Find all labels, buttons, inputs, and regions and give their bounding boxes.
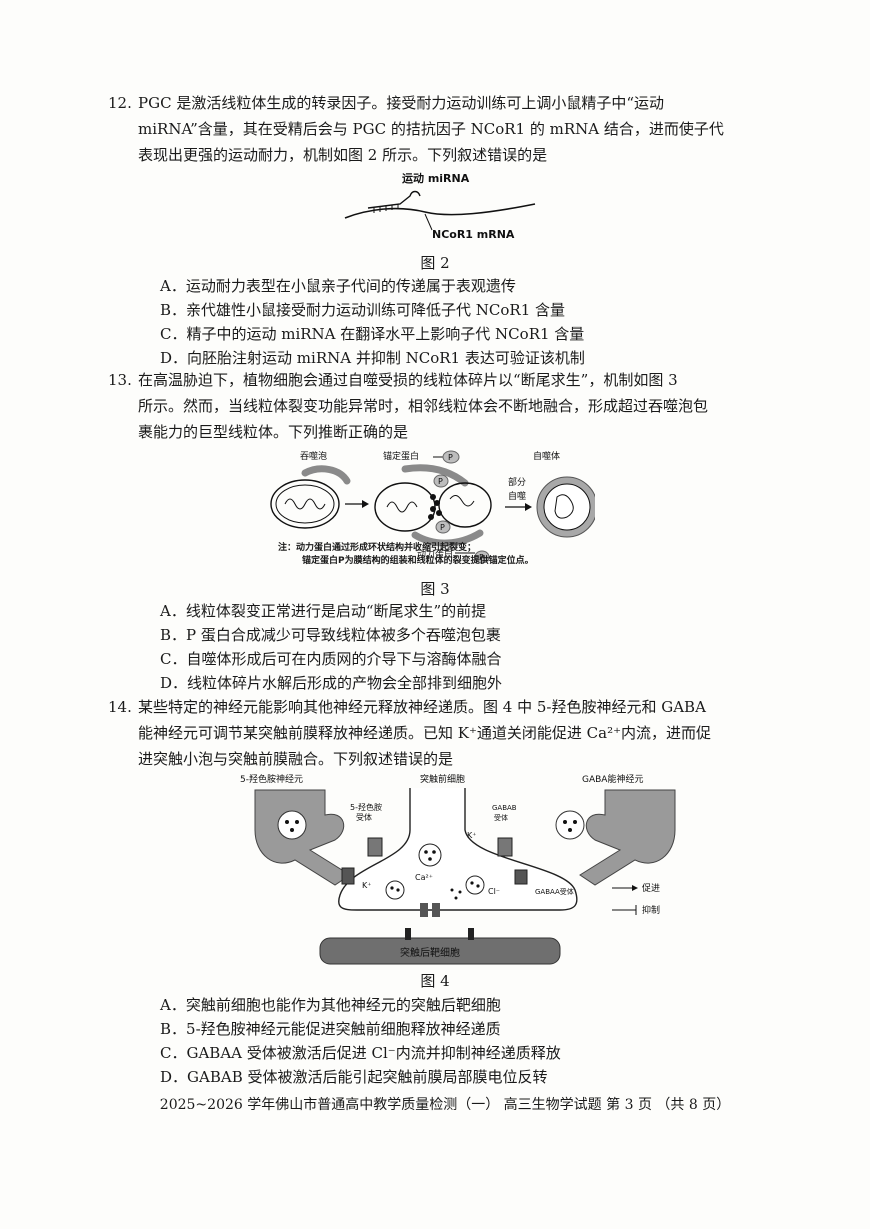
figure-label: NCoR1 mRNA	[432, 228, 515, 241]
figure-label: GABA能神经元	[582, 773, 643, 785]
legend-promote: 促进	[642, 882, 660, 894]
svg-text:5-羟色胺: 5-羟色胺	[350, 802, 382, 812]
p-protein	[442, 450, 460, 464]
option-c[interactable]: C．GABAA 受体被激活后促进 Cl⁻内流并抑制神经递质释放	[160, 1044, 561, 1062]
svg-text:K⁺: K⁺	[362, 881, 371, 890]
question-number: 12.	[108, 94, 132, 112]
figure-label: 部分	[508, 476, 526, 488]
question-13: 13. 在高温胁迫下，植物细胞会通过自噬受损的线粒体碎片以“断尾求生”，机制如图…	[108, 367, 748, 445]
dynamin-ring	[428, 494, 442, 520]
question-stem-line: 在高温胁迫下，植物细胞会通过自噬受损的线粒体碎片以“断尾求生”，机制如图 3	[138, 371, 678, 389]
question-number: 14.	[108, 698, 132, 716]
figure-2: 运动 miRNA NCoR1 mRNA	[344, 171, 536, 241]
figure-3: 吞噬泡 锚定蛋白 P P P 动力蛋白 P 部分 自噬 自噬体	[270, 450, 595, 564]
question-stem-line: 能神经元可调节某突触前膜释放神经递质。已知 K⁺通道关闭能促进 Ca²⁺内流，进…	[138, 724, 712, 742]
figure-caption: 图 2	[420, 254, 450, 272]
ca-channel	[432, 903, 440, 917]
figure-label: 突触前细胞	[420, 773, 465, 785]
svg-text:P: P	[448, 453, 453, 462]
option-b[interactable]: B．亲代雄性小鼠接受耐力运动训练可降低子代 NCoR1 含量	[160, 301, 566, 319]
mitochondrion	[270, 479, 340, 529]
figure-caption: 图 4	[420, 972, 450, 990]
figure-label: 自噬	[508, 490, 526, 502]
figure-3-notes: 注：动力蛋白通过形成环状结构并收缩引起裂变； 锚定蛋白P为膜结构的组装和线粒体的…	[278, 543, 534, 566]
gabab-receptor	[497, 837, 513, 857]
serotonin-receptor	[367, 837, 383, 857]
page-footer: 2025~2026 学年佛山市普通高中教学质量检测（一） 高三生物学试题 第 3…	[159, 1097, 731, 1113]
option-a[interactable]: A．线粒体裂变正常进行是启动“断尾求生”的前提	[160, 602, 487, 620]
question-12: 12. PGC 是激活线粒体生成的转录因子。接受耐力运动训练可上调小鼠精子中“运…	[108, 90, 748, 168]
svg-text:GABAB: GABAB	[492, 804, 517, 812]
figure-caption: 图 3	[420, 580, 450, 598]
base-pairs	[373, 204, 399, 213]
question-number: 13.	[108, 371, 132, 389]
question-stem-line: PGC 是激活线粒体生成的转录因子。接受耐力运动训练可上调小鼠精子中“运动	[138, 94, 664, 112]
question-stem-line: 裹能力的巨型线粒体。下列推断正确的是	[138, 423, 409, 441]
svg-text:P: P	[479, 553, 484, 562]
option-d[interactable]: D．线粒体碎片水解后形成的产物会全部排到细胞外	[160, 674, 503, 692]
figure-label: 动力蛋白	[417, 548, 453, 560]
mitochondrion-fragment	[374, 482, 436, 532]
figure-label: 运动 miRNA	[402, 171, 470, 185]
option-b[interactable]: B．5-羟色胺神经元能促进突触前细胞释放神经递质	[160, 1020, 501, 1038]
figure-4: 5-羟色胺神经元 GABA能神经元 突触前细胞 5-羟色胺 受体 GABAB 受…	[240, 773, 676, 965]
figure-label: 吞噬泡	[300, 450, 327, 462]
svg-text:GABAA受体: GABAA受体	[535, 887, 574, 896]
option-c[interactable]: C．精子中的运动 miRNA 在翻译水平上影响子代 NCoR1 含量	[160, 325, 585, 343]
svg-text:K⁺: K⁺	[467, 831, 476, 840]
svg-text:受体: 受体	[356, 812, 372, 822]
phagophore	[301, 465, 351, 485]
svg-text:P: P	[438, 477, 443, 486]
svg-text:受体: 受体	[494, 813, 508, 822]
svg-text:突触后靶细胞: 突触后靶细胞	[400, 946, 460, 959]
gabaa-receptor	[514, 869, 528, 885]
figure-label: 自噬体	[533, 450, 560, 462]
option-b[interactable]: B．P 蛋白合成减少可导致线粒体被多个吞噬泡包裹	[160, 626, 501, 644]
postsynaptic-cell	[319, 937, 561, 965]
mirna-strand	[367, 190, 421, 209]
legend-inhibit: 抑制	[642, 904, 660, 916]
svg-text:Ca²⁺: Ca²⁺	[415, 873, 433, 882]
option-a[interactable]: A．突触前细胞也能作为其他神经元的突触后靶细胞	[160, 996, 501, 1014]
option-c[interactable]: C．自噬体形成后可在内质网的介导下与溶酶体融合	[160, 650, 502, 668]
figure-label: 5-羟色胺神经元	[240, 773, 303, 785]
question-stem-line: 某些特定的神经元能影响其他神经元释放神经递质。图 4 中 5-羟色胺神经元和 G…	[138, 698, 706, 716]
question-14: 14. 某些特定的神经元能影响其他神经元释放神经递质。图 4 中 5-羟色胺神经…	[108, 694, 748, 772]
svg-text:P: P	[440, 523, 445, 532]
figure-label: 锚定蛋白	[383, 450, 419, 462]
question-stem-line: 所示。然而，当线粒体裂变功能异常时，相邻线粒体会不断地融合，形成超过吞噬泡包	[138, 397, 709, 415]
gaba-neuron	[579, 789, 676, 886]
question-stem-line: 表现出更强的运动耐力，机制如图 2 所示。下列叙述错误的是	[138, 146, 548, 164]
svg-text:Cl⁻: Cl⁻	[488, 887, 500, 896]
option-d[interactable]: D．向胚胎注射运动 miRNA 并抑制 NCoR1 表达可验证该机制	[160, 349, 585, 367]
option-d[interactable]: D．GABAB 受体被激活后能引起突触前膜局部膜电位反转	[160, 1068, 548, 1086]
serotonin-neuron	[254, 789, 351, 886]
question-stem-line: miRNA”含量，其在受精后会与 PGC 的拮抗因子 NCoR1 的 mRNA …	[138, 120, 724, 138]
question-stem-line: 进突触小泡与突触前膜融合。下列叙述错误的是	[138, 750, 454, 768]
option-a[interactable]: A．运动耐力表型在小鼠亲子代间的传递属于表观遗传	[160, 277, 516, 295]
mrna-strand	[344, 203, 536, 219]
k-channel	[341, 867, 355, 885]
